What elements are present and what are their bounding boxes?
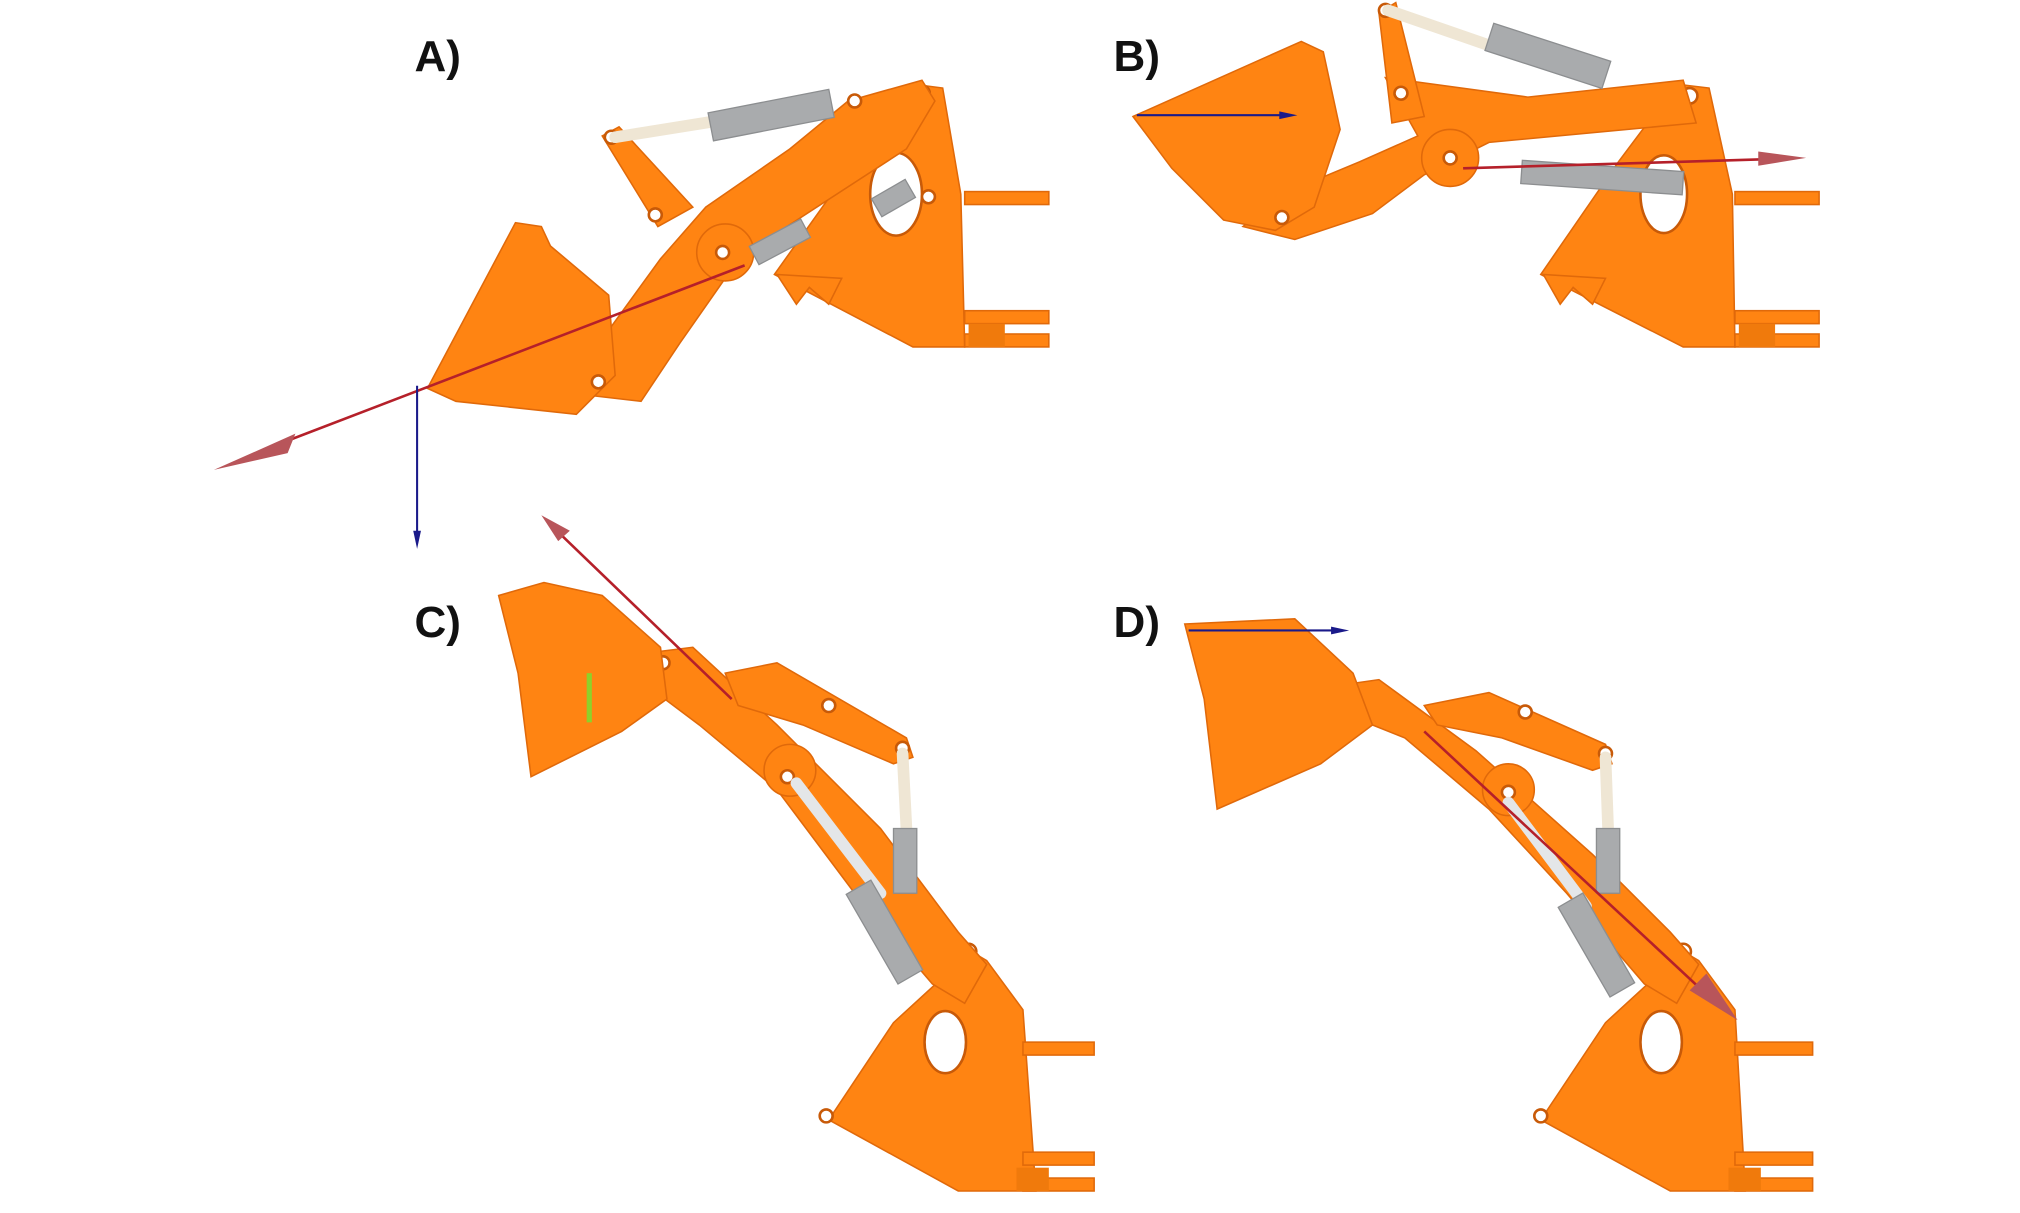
lift-cylinder	[748, 218, 812, 266]
panel-c-label: C)	[415, 598, 461, 647]
lift-cylinder	[1520, 159, 1685, 196]
loader-frame	[818, 942, 1095, 1192]
loader-frame	[1533, 942, 1814, 1192]
bucket-cylinder	[609, 88, 835, 144]
axis-arrow	[413, 385, 421, 549]
lift-cylinder	[1502, 796, 1636, 998]
panel-b-label: B)	[1114, 32, 1160, 81]
bucket	[1131, 40, 1341, 232]
bucket-cylinder	[1382, 4, 1612, 90]
force-arrow	[1463, 151, 1807, 170]
loader-boom	[1332, 678, 1700, 1005]
axis-arrow	[1188, 626, 1350, 635]
bucket-cylinder	[1595, 751, 1621, 894]
panel-d-label: D)	[1114, 598, 1160, 647]
panel-c: C)	[415, 515, 1095, 1192]
axis-arrow	[1136, 111, 1298, 120]
panel-a-label: A)	[415, 32, 461, 81]
force-arrow	[1423, 730, 1738, 1021]
lift-cylinder	[790, 777, 924, 985]
loader-boom	[1241, 1, 1698, 241]
bucket	[497, 581, 668, 778]
panel-b: B)	[1114, 1, 1820, 348]
panel-d: D)	[1114, 598, 1814, 1192]
bucket-cylinder	[892, 747, 918, 894]
loader-boom	[640, 646, 988, 1005]
bucket	[1183, 618, 1374, 811]
bucket	[426, 221, 616, 416]
panel-a: A)	[213, 32, 1050, 549]
force-arrow	[541, 515, 733, 700]
